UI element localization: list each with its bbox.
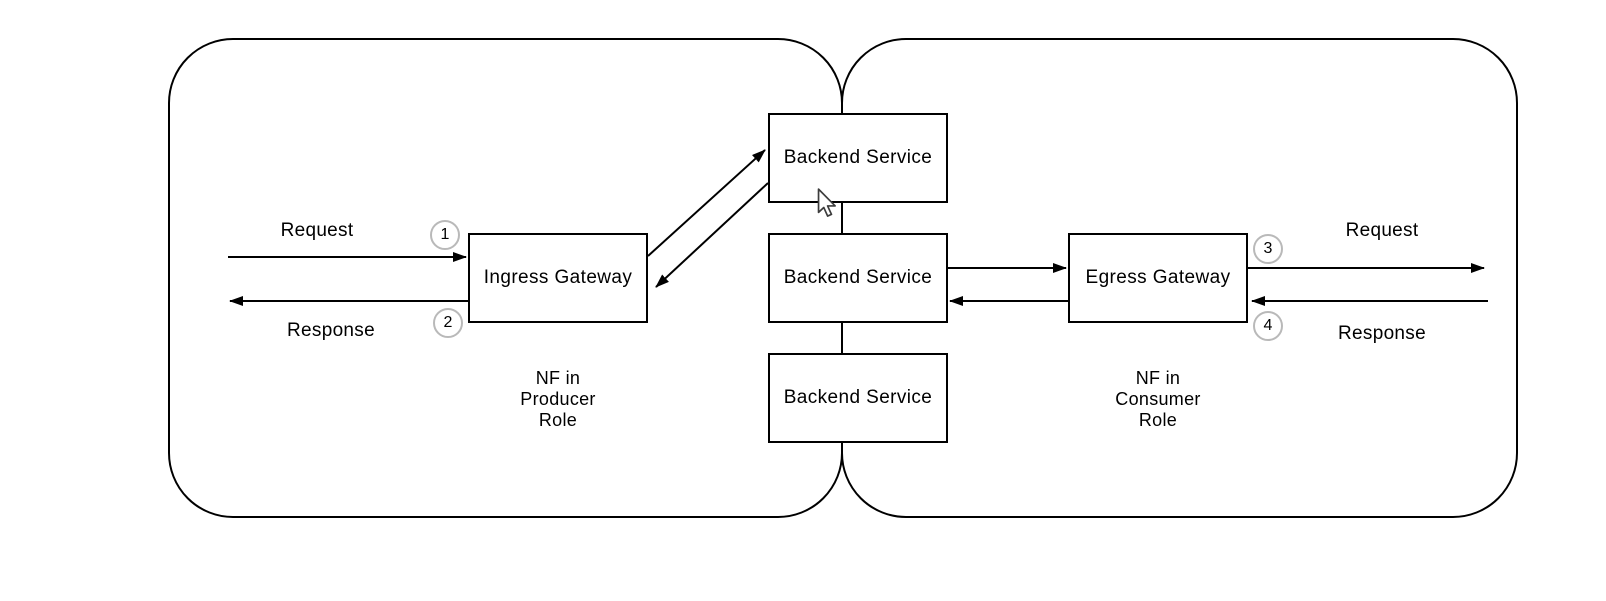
egress-gateway-node: Egress Gateway: [1068, 233, 1248, 323]
step-2-badge: 2: [433, 308, 463, 338]
step-1-badge: 1: [430, 220, 460, 250]
producer-role-label: NF in Producer Role: [520, 368, 595, 431]
consumer-role-line-2: Consumer: [1115, 389, 1201, 409]
ingress-gateway-label: Ingress Gateway: [483, 267, 633, 288]
step-4-number: 4: [1263, 317, 1273, 334]
step-2-number: 2: [443, 314, 453, 331]
consumer-role-line-3: Role: [1138, 410, 1178, 430]
left-request-label: Request: [280, 220, 354, 241]
producer-role-line-1: NF in: [535, 368, 581, 388]
step-3-badge: 3: [1253, 234, 1283, 264]
left-response-label: Response: [287, 320, 375, 341]
backend-service-top-label: Backend Service: [783, 147, 933, 168]
backend-service-bottom-node: Backend Service: [768, 353, 948, 443]
backend-service-top-node: Backend Service: [768, 113, 948, 203]
step-4-badge: 4: [1253, 311, 1283, 341]
mouse-cursor-icon: [817, 188, 836, 217]
step-3-number: 3: [1263, 240, 1273, 257]
producer-role-line-2: Producer: [520, 389, 596, 409]
backend-service-middle-label: Backend Service: [783, 267, 933, 288]
right-request-label: Request: [1345, 220, 1419, 241]
backend-service-middle-node: Backend Service: [768, 233, 948, 323]
egress-gateway-label: Egress Gateway: [1085, 267, 1231, 288]
right-response-label: Response: [1338, 323, 1426, 344]
consumer-role-label: NF in Consumer Role: [1115, 368, 1200, 431]
step-1-number: 1: [440, 226, 450, 243]
ingress-gateway-node: Ingress Gateway: [468, 233, 648, 323]
producer-role-line-3: Role: [538, 410, 578, 430]
consumer-role-line-1: NF in: [1135, 368, 1181, 388]
backend-service-bottom-label: Backend Service: [783, 387, 933, 408]
